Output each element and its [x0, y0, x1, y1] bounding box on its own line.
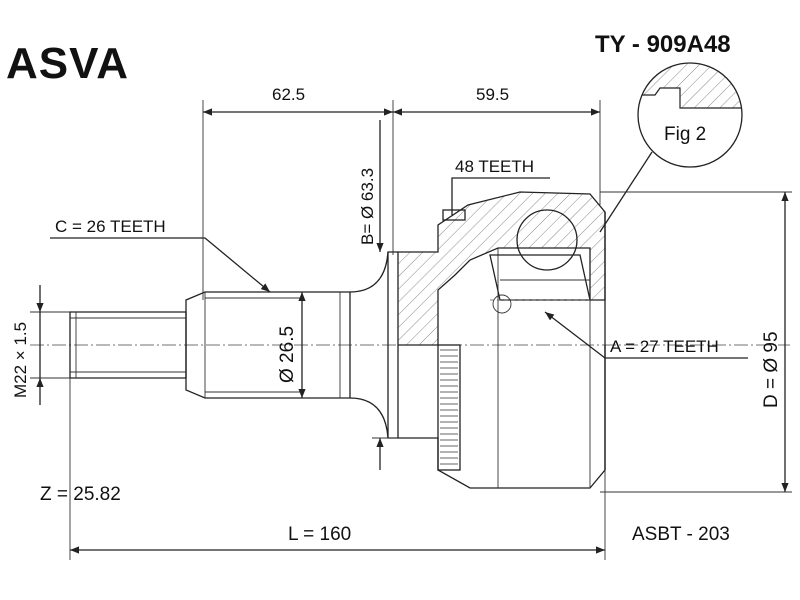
dim-d-26-5: Ø 26.5 — [277, 326, 298, 383]
dim-z: Z = 25.82 — [40, 484, 121, 505]
teeth-26-label: C = 26 TEETH — [55, 217, 166, 236]
abs-ring — [437, 344, 461, 471]
dim-top — [202, 100, 601, 300]
dim-m22: M22 × 1.5 — [11, 322, 30, 398]
dim-d-95: D = Ø 95 — [761, 331, 782, 408]
dim-62-5: 62.5 — [272, 85, 305, 104]
fig-2-detail — [599, 62, 743, 233]
part-number: TY - 909A48 — [595, 31, 731, 58]
fig-2-label: Fig 2 — [664, 124, 706, 145]
dim-b-63-3: B= Ø 63.3 — [358, 168, 377, 245]
teeth-48-label: 48 TEETH — [455, 157, 534, 176]
outer-housing — [397, 191, 606, 489]
abs-part-number: ASBT - 203 — [632, 524, 730, 545]
dim-59-5: 59.5 — [476, 85, 509, 104]
teeth-27-label: A = 27 TEETH — [610, 337, 719, 356]
dim-l-160: L = 160 — [288, 524, 351, 545]
inner-race — [489, 209, 591, 314]
brand-logo: ASVA — [6, 39, 129, 88]
